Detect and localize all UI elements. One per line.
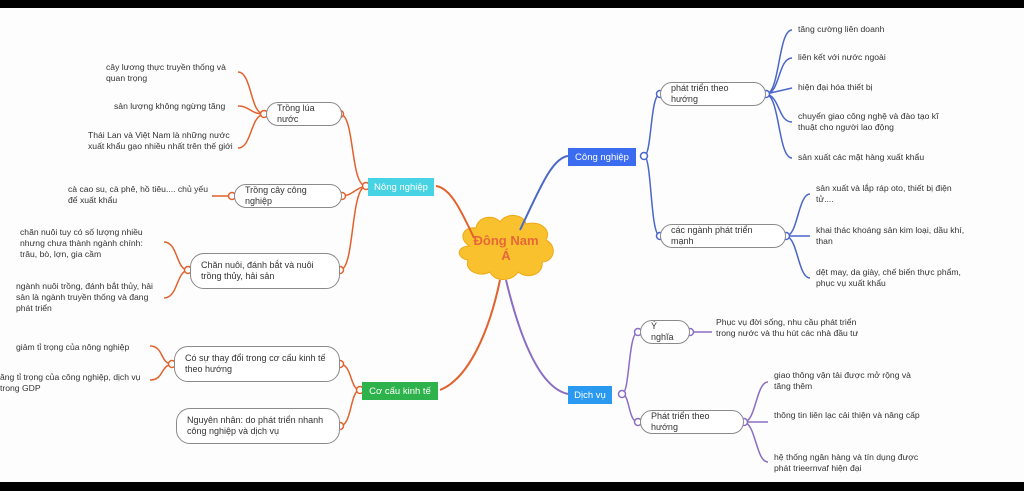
branch-cong-nghiep[interactable]: Công nghiệp [568, 148, 636, 166]
node-chan-nuoi[interactable]: Chăn nuôi, đánh bắt và nuôi trồng thủy, … [190, 253, 340, 289]
note-co-cau-1: giảm tỉ trọng của nông nghiệp [16, 342, 130, 352]
note-cn-1: tăng cường liên doanh [798, 24, 885, 34]
branch-dich-vu[interactable]: Dịch vụ [568, 386, 612, 404]
note-dv-3: thông tin liên lạc cải thiện và nâng cấp [774, 410, 920, 420]
note-cn-4: chuyển giao công nghệ và đào tạo kĩ thuậ… [798, 111, 939, 132]
note-chan-nuoi-1: chăn nuôi tuy có số lượng nhiều nhưng ch… [20, 227, 143, 259]
note-lua-3: Thái Lan và Việt Nam là những nước xuất … [88, 130, 233, 151]
note-cn-3: hiện đại hóa thiết bị [798, 82, 873, 92]
note-lua-2: sản lượng không ngừng tăng [114, 101, 226, 111]
node-trong-lua-nuoc[interactable]: Trồng lúa nước [266, 102, 342, 126]
node-co-su-thay-doi[interactable]: Có sự thay đổi trong cơ cấu kinh tế theo… [174, 346, 340, 382]
node-phat-trien-theo-huong-cn[interactable]: phát triển theo hướng [660, 82, 766, 106]
note-co-cau-2: ăng tỉ trọng của công nghiệp, dịch vụ tr… [0, 372, 141, 393]
note-cn-2: liên kết với nước ngoài [798, 52, 886, 62]
note-cay-cn-1: cà cao su, cà phê, hồ tiêu.... chủ yếu đ… [68, 184, 208, 205]
note-cn-6: sản xuất và lắp ráp oto, thiết bị điện t… [816, 183, 952, 204]
center-cloud-shape [458, 215, 554, 280]
node-nguyen-nhan[interactable]: Nguyên nhân: do phát triển nhanh công ng… [176, 408, 340, 444]
connector-lines [149, 29, 811, 463]
center-topic[interactable]: Đông Nam Á [465, 233, 547, 263]
note-dv-2: giao thông vận tải được mở rộng và tăng … [774, 370, 911, 391]
note-cn-7: khai thác khoáng sản kim loại, dầu khí, … [816, 225, 965, 246]
note-chan-nuoi-2: ngành nuôi trồng, đánh bắt thủy, hải sản… [16, 281, 153, 313]
node-phat-trien-theo-huong-dv[interactable]: Phát triển theo hướng [640, 410, 744, 434]
center-topic-line2: Á [501, 248, 511, 263]
note-cn-8: dệt may, da giày, chế biến thực phẩm, ph… [816, 267, 961, 288]
branch-co-cau-kinh-te[interactable]: Cơ cấu kinh tế [362, 382, 438, 400]
note-dv-1: Phục vụ đời sống, nhu cầu phát triển tro… [716, 317, 859, 338]
node-trong-cay-cong-nghiep[interactable]: Trồng cây công nghiệp [234, 184, 342, 208]
note-dv-4: hệ thống ngân hàng và tín dụng được phát… [774, 452, 919, 473]
note-cn-5: sản xuất các mặt hàng xuất khẩu [798, 152, 925, 162]
center-topic-line1: Đông Nam [473, 233, 539, 248]
node-y-nghia[interactable]: Ý nghĩa [640, 320, 690, 344]
node-cac-nganh-phat-trien-manh[interactable]: các ngành phát triển mạnh [660, 224, 786, 248]
note-lua-1: cây lương thực truyền thống và quan trọn… [106, 62, 226, 83]
mindmap-canvas: Đông Nam Á Nông nghiệp Cơ cấu kinh tế Cô… [0, 8, 1024, 482]
branch-nong-nghiep[interactable]: Nông nghiệp [368, 178, 434, 196]
